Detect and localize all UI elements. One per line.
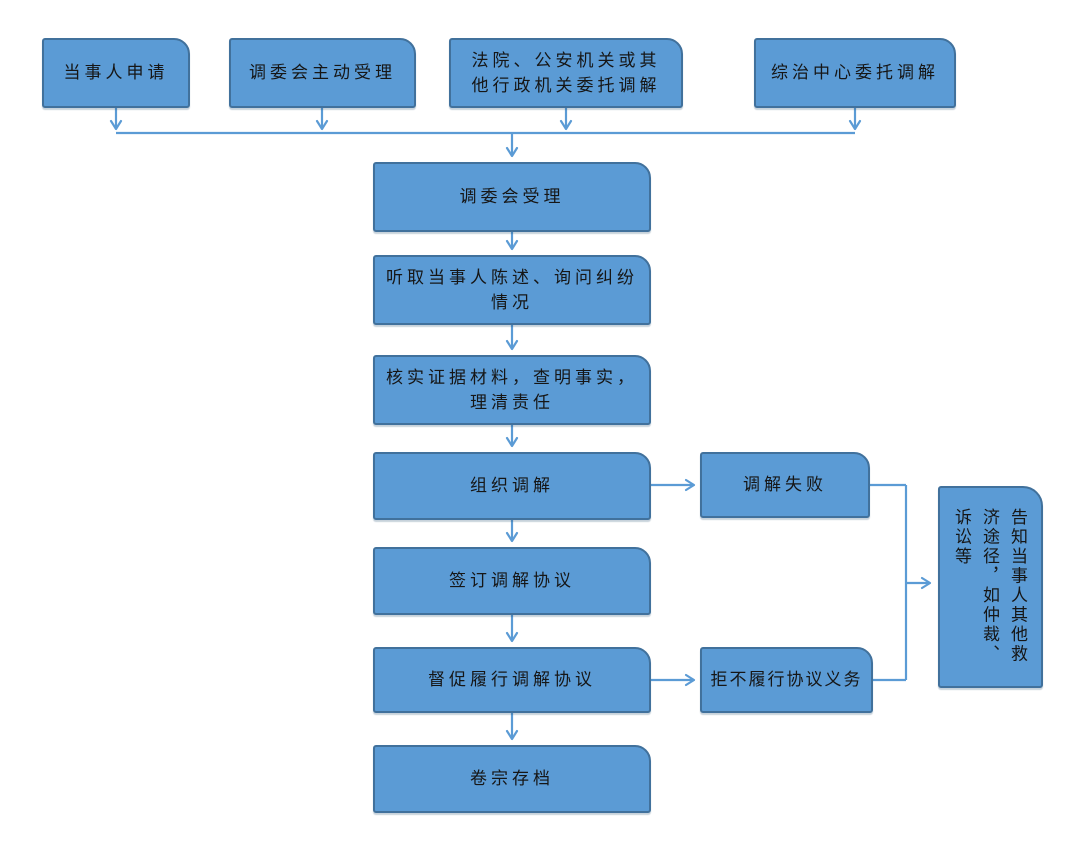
flow-node-refuse-perform: 拒不履行协议义务: [700, 647, 873, 713]
node-label: 卷宗存档: [470, 769, 554, 789]
node-label: 组织调解: [470, 476, 554, 496]
flow-node-sign-agreement: 签订调解协议: [373, 547, 651, 615]
node-label: 核实证据材料，查明事实，: [386, 367, 638, 387]
node-label: 他行政机关委托调解: [471, 76, 661, 95]
node-label: 签订调解协议: [449, 571, 575, 591]
node-label: 情况: [491, 293, 533, 312]
flow-node-party-apply: 当事人申请: [42, 38, 190, 108]
node-label: 督促履行调解协议: [428, 670, 596, 690]
flow-node-center-entrust: 综治中心委托调解: [754, 38, 956, 108]
flow-node-inform-remedies: 告知当事人其他救济途径，如仲裁、诉讼等: [938, 486, 1043, 688]
flow-node-listen-inquire: 听取当事人陈述、询问纠纷 情况: [373, 255, 651, 325]
flow-node-archive: 卷宗存档: [373, 745, 651, 813]
flow-node-committee-accept: 调委会受理: [373, 162, 651, 232]
node-label: 法院、公安机关或其: [471, 50, 661, 70]
node-label: 听取当事人陈述、询问纠纷: [386, 267, 638, 287]
node-label: 理清责任: [470, 393, 554, 412]
node-label: 调委会主动受理: [249, 63, 396, 83]
node-label: 当事人申请: [63, 63, 169, 83]
node-label: 综治中心委托调解: [771, 63, 939, 83]
flow-node-committee-initiative: 调委会主动受理: [229, 38, 416, 108]
node-label: 调解失败: [743, 475, 827, 495]
flow-node-urge-performance: 督促履行调解协议: [373, 647, 651, 713]
node-label: 告知当事人其他救济途径，如仲裁、诉讼等: [952, 508, 1027, 664]
flow-node-mediation-failed: 调解失败: [700, 452, 870, 518]
flow-node-court-entrust: 法院、公安机关或其 他行政机关委托调解: [449, 38, 683, 108]
node-label: 拒不履行协议义务: [710, 670, 863, 690]
node-label: 调委会受理: [459, 187, 565, 207]
flow-node-organize-mediation: 组织调解: [373, 452, 651, 520]
flow-node-verify-evidence: 核实证据材料，查明事实， 理清责任: [373, 355, 651, 425]
